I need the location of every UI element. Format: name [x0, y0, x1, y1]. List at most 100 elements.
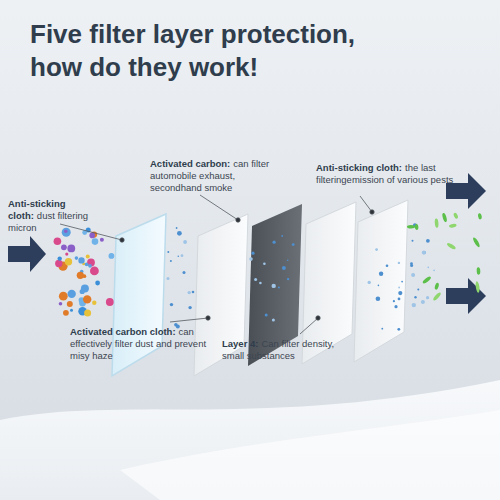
filtered-particle: [381, 328, 383, 330]
filter-panel: [354, 200, 408, 362]
leaf: [407, 225, 415, 229]
filtered-particle: [411, 273, 415, 277]
filtered-particle: [181, 254, 184, 257]
layer-name: Activated carbon:: [150, 158, 230, 169]
pollutant-particle: [90, 267, 99, 276]
leader-dot: [206, 316, 210, 320]
filtered-particle: [398, 298, 401, 301]
filtered-particle: [272, 284, 276, 288]
filtered-particle: [287, 278, 289, 280]
filtered-particle: [421, 300, 425, 304]
filtered-particle: [422, 251, 426, 255]
leaf: [475, 281, 480, 293]
filtered-particle: [292, 243, 295, 246]
leaf: [442, 213, 448, 223]
leader-line: [300, 318, 318, 334]
filtered-particle: [393, 300, 395, 302]
filtered-particle: [398, 291, 402, 295]
pollutant-particle: [88, 264, 92, 268]
layer-callout: Activated carbon:can filter automobile e…: [150, 158, 288, 194]
leaf: [478, 213, 483, 220]
filtered-particle: [265, 313, 268, 316]
leaf: [446, 242, 456, 250]
layer-name: Anti-sticking cloth:: [316, 162, 402, 173]
filtered-particle: [427, 266, 429, 268]
filtered-particle: [426, 296, 429, 299]
filtered-particle: [177, 231, 182, 236]
leader-line: [60, 224, 122, 240]
layer-callout: Activated carbon cloth:can effectively f…: [70, 326, 216, 362]
leaf: [472, 237, 481, 248]
filtered-particle: [170, 260, 172, 262]
pollutant-particle: [59, 292, 68, 301]
pollutant-particle: [54, 238, 62, 246]
leader-line: [170, 318, 208, 322]
leaf: [432, 292, 442, 302]
pollutant-particle: [106, 298, 114, 306]
floor-wave: [0, 380, 500, 500]
pollutant-particle: [92, 238, 99, 245]
pollutant-particle: [77, 272, 84, 279]
leader-dot: [236, 218, 240, 222]
filtered-particle: [167, 277, 170, 280]
leader-line: [360, 196, 372, 212]
leaf: [453, 212, 459, 219]
pollutant-particle: [85, 262, 89, 266]
leaf: [422, 276, 432, 285]
filtered-particle: [183, 271, 186, 274]
filtered-particle: [398, 287, 400, 289]
outflow-arrow: [446, 278, 486, 314]
filtered-particle: [178, 255, 180, 257]
leader-dot: [316, 316, 320, 320]
leaf: [449, 223, 457, 228]
filter-panel: [112, 214, 166, 376]
filtered-particle: [183, 240, 187, 244]
pollutant-particle: [84, 310, 91, 317]
pollutant-particle: [89, 233, 95, 239]
filtered-particle: [368, 281, 371, 284]
filtered-particle: [375, 248, 378, 251]
filtered-particle: [376, 297, 381, 302]
particles: [54, 212, 483, 331]
pollutant-particle: [92, 301, 96, 305]
filtered-particle: [176, 227, 178, 229]
layer-name: Layer 4:: [222, 338, 258, 349]
filtered-particle: [401, 281, 403, 283]
filtered-particle: [170, 303, 173, 306]
pollutant-particle: [86, 254, 90, 258]
filtered-particle: [278, 286, 280, 288]
leader-dot: [120, 238, 124, 242]
diagram-title: Five filter layer protection, how do the…: [30, 18, 390, 84]
filtered-particle: [263, 263, 266, 266]
pollutant-particle: [59, 302, 63, 306]
pollutant-particle: [78, 257, 84, 263]
pollutant-particle: [68, 290, 76, 298]
pollutant-particle: [81, 284, 89, 292]
pollutant-particle: [83, 295, 91, 303]
filtered-particle: [281, 235, 283, 237]
pollutant-particle: [67, 245, 75, 253]
layer-callout: Anti-sticking cloth:the last filteringem…: [316, 162, 470, 186]
filtered-particle: [414, 296, 416, 298]
filtered-particle: [287, 259, 289, 261]
pollutant-particle: [70, 309, 73, 312]
leader-dot: [370, 210, 374, 214]
pollutant-particle: [95, 281, 100, 286]
filtered-particle: [188, 291, 191, 294]
filtered-particle: [188, 306, 191, 309]
filtered-particle: [251, 252, 254, 255]
pollutant-particle: [62, 228, 71, 237]
filtered-particle: [378, 285, 380, 287]
filtered-particle: [273, 241, 276, 244]
filtered-particle: [394, 305, 397, 308]
pollutant-particle: [75, 256, 79, 260]
pollutant-particle: [65, 253, 68, 256]
pollutant-particle: [109, 253, 115, 259]
filtered-particle: [259, 282, 262, 285]
filtered-particle: [379, 272, 383, 276]
pollutant-particle: [63, 310, 69, 316]
filtered-particle: [272, 319, 275, 322]
pollutant-particle: [55, 260, 62, 267]
leader-line: [200, 195, 238, 220]
filtered-particle: [417, 288, 419, 290]
